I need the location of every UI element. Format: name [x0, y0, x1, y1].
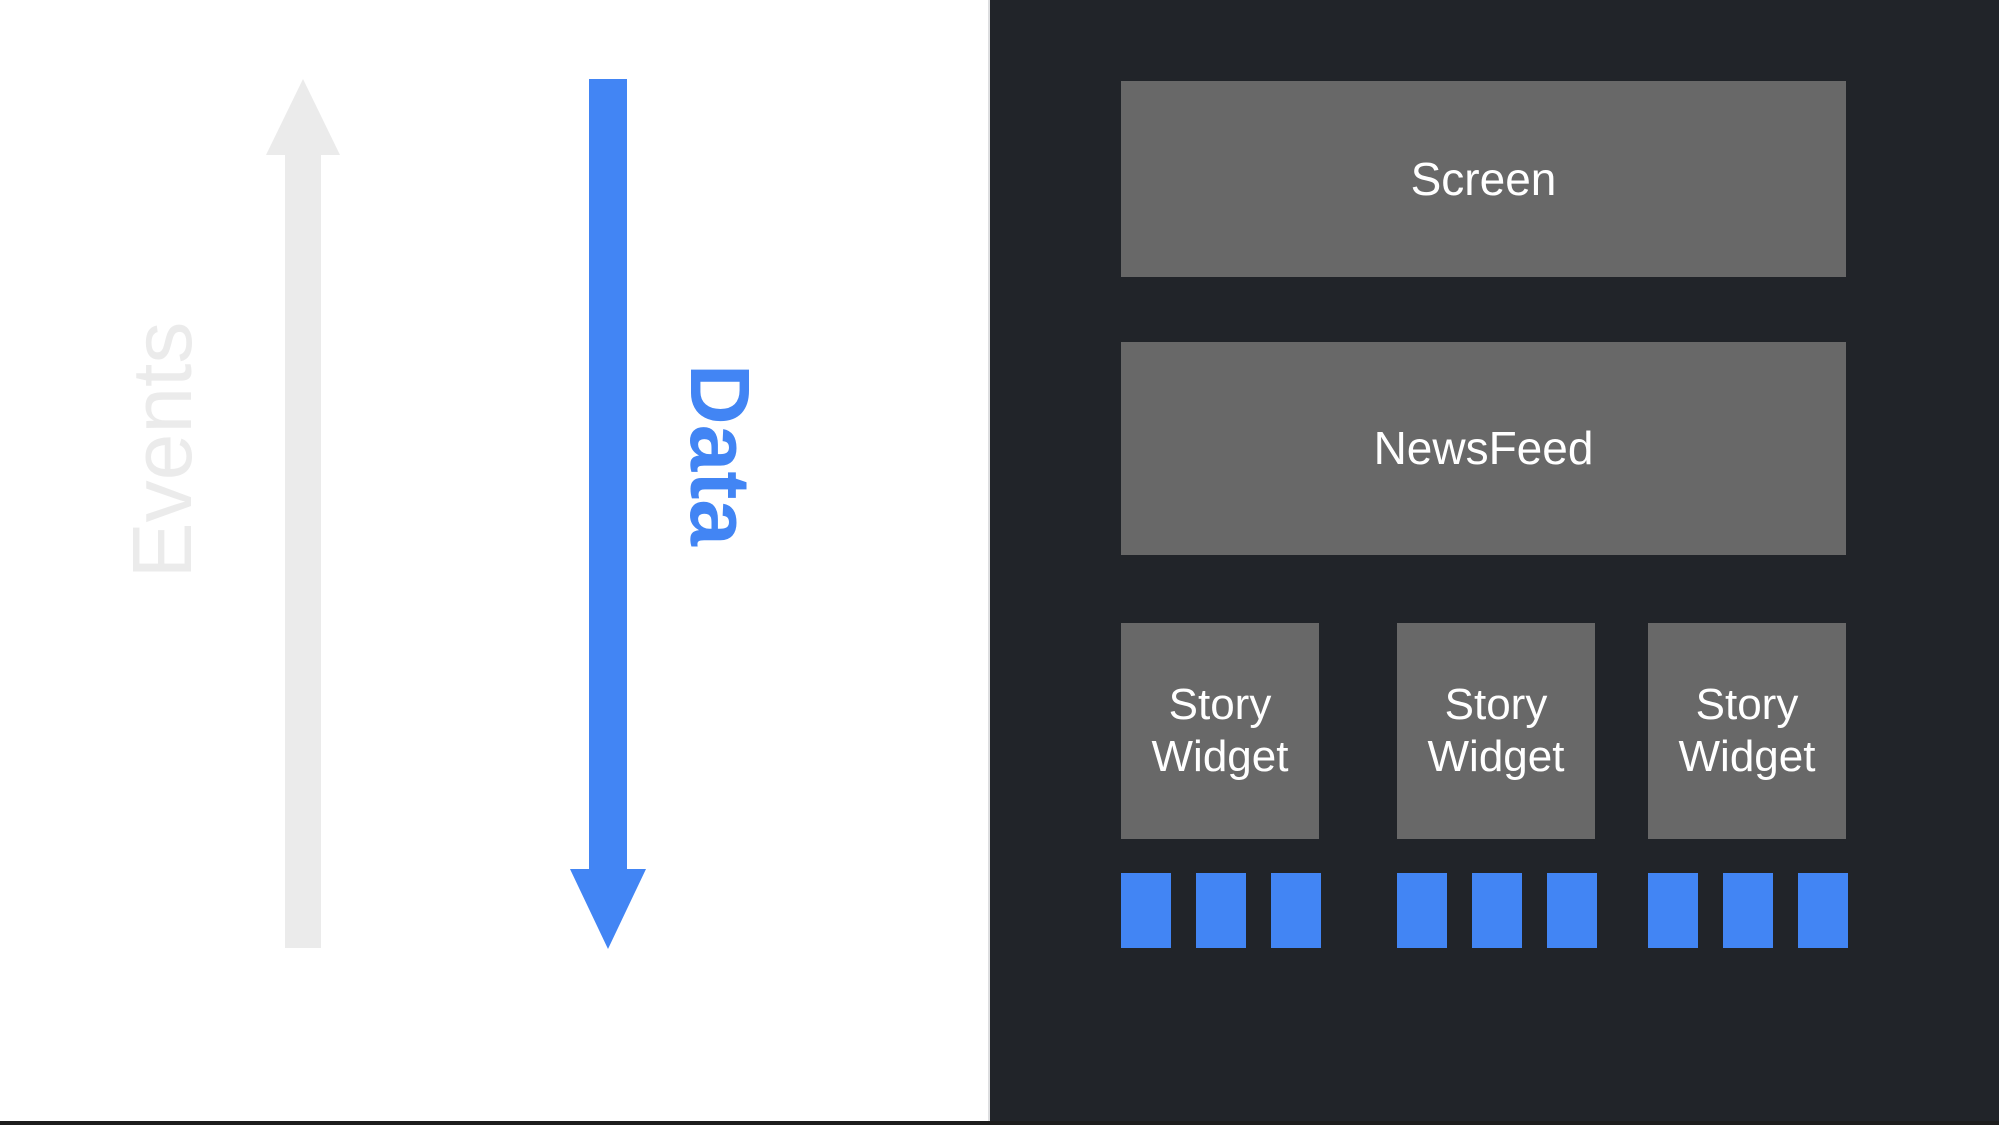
story-widget-label: Story Widget	[1428, 679, 1565, 783]
story-widget-line1: Story	[1168, 680, 1272, 730]
flow-legend-panel: Events Data	[0, 0, 990, 1125]
node-story-widget[interactable]: Story Widget	[1648, 623, 1846, 839]
story-widget-label: Story Widget	[1679, 679, 1816, 783]
node-newsfeed[interactable]: NewsFeed	[1121, 342, 1846, 555]
node-story-widget[interactable]: Story Widget	[1397, 623, 1595, 839]
leaf-chip[interactable]	[1196, 873, 1246, 948]
events-flow-label: Events	[115, 321, 209, 579]
leaf-chip[interactable]	[1547, 873, 1597, 948]
leaf-chip-group	[1648, 873, 1848, 948]
leaf-chip[interactable]	[1472, 873, 1522, 948]
leaf-chip[interactable]	[1397, 873, 1447, 948]
slide-bottom-rule	[0, 1121, 1999, 1125]
leaf-chip[interactable]	[1723, 873, 1773, 948]
leaf-chip[interactable]	[1271, 873, 1321, 948]
story-widget-line1: Story	[1444, 680, 1548, 730]
panel-divider	[988, 0, 990, 1125]
story-widget-line1: Story	[1695, 680, 1799, 730]
node-story-widget[interactable]: Story Widget	[1121, 623, 1319, 839]
data-arrow-down-icon	[570, 79, 646, 949]
data-flow-label: Data	[673, 363, 767, 547]
widget-tree-panel: Screen NewsFeed Story Widget Story Widge…	[990, 0, 1999, 1125]
story-widget-line2: Widget	[1678, 732, 1816, 781]
leaf-chip[interactable]	[1798, 873, 1848, 948]
story-widget-line2: Widget	[1151, 732, 1289, 781]
leaf-chip-group	[1121, 873, 1321, 948]
leaf-chip-group	[1397, 873, 1597, 948]
leaf-chip[interactable]	[1121, 873, 1171, 948]
story-widget-label: Story Widget	[1152, 679, 1289, 783]
story-widget-line2: Widget	[1427, 732, 1565, 781]
events-arrow-up-icon	[266, 79, 340, 948]
leaf-chip[interactable]	[1648, 873, 1698, 948]
node-screen[interactable]: Screen	[1121, 81, 1846, 277]
